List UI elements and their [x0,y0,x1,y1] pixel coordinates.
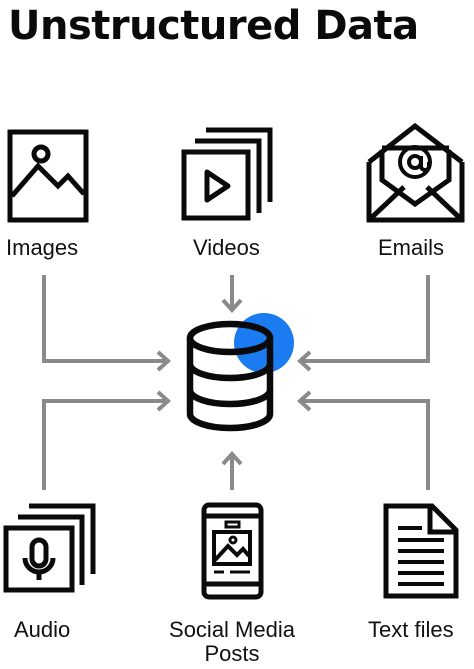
label-videos: Videos [193,235,260,260]
smartphone-post-icon [201,502,264,600]
arrowhead-images [156,350,171,372]
video-stack-icon [181,127,273,221]
email-icon [366,122,465,223]
arrowhead-social [221,451,243,466]
label-audio: Audio [14,617,71,642]
diagram-title: Unstructured Data [8,3,419,49]
label-social-line1: Social Media [169,617,295,642]
arrowhead-videos [221,298,243,313]
arrows [42,275,430,490]
label-images: Images [6,235,79,260]
audio-stack-icon [3,503,96,593]
arrowhead-audio [156,390,171,412]
database-icon [186,313,294,432]
document-icon [383,503,459,599]
arrow-emails-to-database [302,275,430,363]
arrow-audio-to-database [42,399,166,490]
arrowhead-emails [297,350,312,372]
label-social-line2: Posts [204,641,260,666]
arrow-images-to-database [42,275,166,363]
image-icon [7,129,89,223]
label-emails: Emails [378,235,445,260]
arrow-text-to-database [302,399,430,490]
label-text-files: Text files [368,617,454,642]
arrowhead-text [297,390,312,412]
